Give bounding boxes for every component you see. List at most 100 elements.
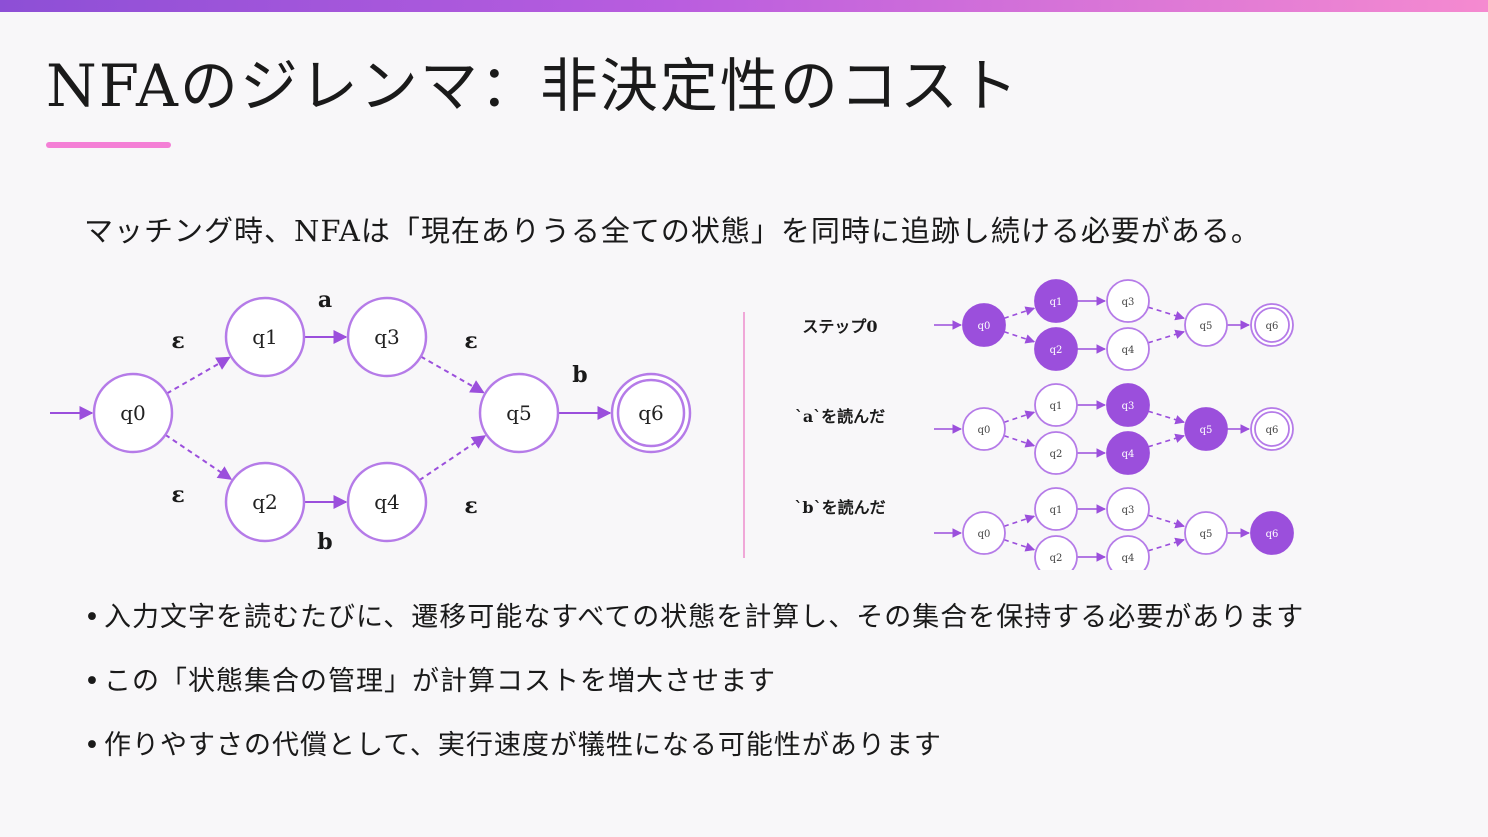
edge-q0-q2: [164, 433, 233, 480]
step-node-q2: [1034, 535, 1078, 570]
edge-label-q3-q5: ε: [464, 328, 477, 354]
step-edge-q0-q2: [1003, 330, 1036, 344]
step-edge-q0-q1: [1003, 306, 1036, 320]
step-edge-q3-q5: [1147, 410, 1185, 425]
step-node-q3: [1106, 487, 1150, 531]
bullet-item: •作りやすさの代償として、実行速度が犠牲になる可能性があります: [84, 726, 1304, 790]
step-node-label-q3: q3: [1122, 505, 1135, 516]
diagram-area: ε ε a b ε ε b q0 q1 q2 q3 q4 q5 q6 ステップ0 q0 q1 q2 q3 q4 q5 q…: [50, 279, 1294, 570]
edge-q4-q5: [418, 435, 487, 482]
step-edge-q0-q2: [1003, 538, 1036, 552]
step-node-label-q2: q2: [1050, 345, 1063, 356]
step-node-q6: [1250, 303, 1294, 347]
state-node-q3: [346, 296, 428, 378]
step-node-label-q6: q6: [1266, 425, 1279, 436]
state-label-q2: q2: [252, 490, 278, 514]
step-row-label: `b`を読んだ: [794, 498, 885, 517]
bullet-item: •入力文字を読むたびに、遷移可能なすべての状態を計算し、その集合を保持する必要が…: [84, 598, 1304, 662]
step-node-q4: [1106, 535, 1150, 570]
step-row: `b`を読んだ q0 q1 q2 q3 q4 q5 q6: [794, 487, 1294, 570]
step-edge-q4-q5: [1147, 329, 1185, 344]
edge-label-q0-q2: ε: [171, 482, 184, 508]
edge-label-q2-q4: b: [317, 529, 332, 555]
step-edge-q4-q5: [1147, 537, 1185, 552]
step-node-label-q0: q0: [978, 529, 991, 540]
step-node-q1: [1034, 383, 1078, 427]
step-node-label-q1: q1: [1050, 297, 1063, 308]
step-node-q0: [962, 511, 1006, 555]
bullet-text: この「状態集合の管理」が計算コストを増大させます: [104, 666, 776, 697]
edge-q3-q5: [420, 355, 485, 394]
edge-label-q4-q5: ε: [464, 493, 477, 519]
edge-q0-q1: [166, 356, 231, 395]
state-node-q0: [92, 372, 174, 454]
bullet-dot: •: [84, 602, 101, 633]
step-node-label-q3: q3: [1122, 297, 1135, 308]
lead-text: マッチング時、NFAは「現在ありうる全ての状態」を同時に追跡し続ける必要がある。: [84, 214, 1261, 248]
step-edge-q3-q5: [1147, 514, 1185, 529]
title-underline: [46, 142, 171, 148]
state-node-q5: [478, 372, 560, 454]
step-node-label-q6: q6: [1266, 321, 1279, 332]
step-row-label: ステップ0: [802, 317, 877, 336]
step-row-label: `a`を読んだ: [795, 407, 885, 426]
step-row: ステップ0 q0 q1 q2 q3 q4 q5 q6: [802, 279, 1294, 371]
state-node-q4: [346, 461, 428, 543]
step-edge-q4-q5: [1147, 433, 1185, 448]
step-node-label-q2: q2: [1050, 553, 1063, 564]
active-step-node-q2: [1034, 327, 1078, 371]
active-step-node-q1: [1034, 279, 1078, 323]
step-accepting-ring-q6: [1254, 411, 1290, 447]
accepting-ring-q6: [616, 378, 686, 448]
step-node-label-q4: q4: [1122, 553, 1135, 564]
step-node-q3: [1106, 279, 1150, 323]
bullet-dot: •: [84, 730, 101, 761]
step-node-label-q0: q0: [978, 425, 991, 436]
step-node-label-q6: q6: [1266, 529, 1279, 540]
step-node-label-q5: q5: [1200, 321, 1213, 332]
step-node-label-q3: q3: [1122, 401, 1135, 412]
active-step-node-q5: [1184, 407, 1228, 451]
bullet-item: •この「状態集合の管理」が計算コストを増大させます: [84, 662, 1304, 726]
state-label-q0: q0: [120, 401, 146, 425]
state-label-q4: q4: [374, 490, 400, 514]
step-node-label-q0: q0: [978, 321, 991, 332]
step-node-label-q2: q2: [1050, 449, 1063, 460]
state-label-q6: q6: [638, 401, 664, 425]
nfa-main-diagram: ε ε a b ε ε b q0 q1 q2 q3 q4 q5 q6: [50, 287, 692, 555]
step-node-label-q1: q1: [1050, 401, 1063, 412]
step-node-q1: [1034, 487, 1078, 531]
state-label-q1: q1: [252, 325, 278, 349]
state-label-q5: q5: [506, 401, 532, 425]
active-step-node-q3: [1106, 383, 1150, 427]
step-node-q0: [962, 407, 1006, 451]
bullet-list: •入力文字を読むたびに、遷移可能なすべての状態を計算し、その集合を保持する必要が…: [84, 598, 1304, 790]
step-node-q6: [1250, 407, 1294, 451]
state-node-q1: [224, 296, 306, 378]
edge-label-q1-q3: a: [318, 287, 332, 313]
active-step-node-q0: [962, 303, 1006, 347]
bullet-text: 入力文字を読むたびに、遷移可能なすべての状態を計算し、その集合を保持する必要があ…: [104, 602, 1305, 633]
bullet-text: 作りやすさの代償として、実行速度が犠牲になる可能性があります: [104, 730, 942, 761]
step-node-label-q1: q1: [1050, 505, 1063, 516]
top-gradient-bar: [0, 0, 1488, 12]
page-title: NFAのジレンマ：非決定性のコスト: [46, 52, 1020, 120]
edge-label-q0-q1: ε: [171, 328, 184, 354]
step-node-q4: [1106, 327, 1150, 371]
step-edge-q3-q5: [1147, 306, 1185, 321]
step-edge-q0-q1: [1003, 514, 1036, 528]
step-node-q5: [1184, 303, 1228, 347]
state-node-q6: [610, 372, 692, 454]
edge-label-q5-q6: b: [572, 362, 587, 388]
active-step-node-q6: [1250, 511, 1294, 555]
state-node-q2: [224, 461, 306, 543]
step-node-label-q5: q5: [1200, 529, 1213, 540]
nfa-step-rows: ステップ0 q0 q1 q2 q3 q4 q5 q6 `a`を読んだ q0 q1 q2 q3 q4 q5 q6…: [794, 279, 1294, 570]
step-edge-q0-q2: [1003, 434, 1036, 448]
step-node-q2: [1034, 431, 1078, 475]
bullet-dot: •: [84, 666, 101, 697]
step-node-label-q4: q4: [1122, 345, 1135, 356]
step-node-q5: [1184, 511, 1228, 555]
state-label-q3: q3: [374, 325, 400, 349]
